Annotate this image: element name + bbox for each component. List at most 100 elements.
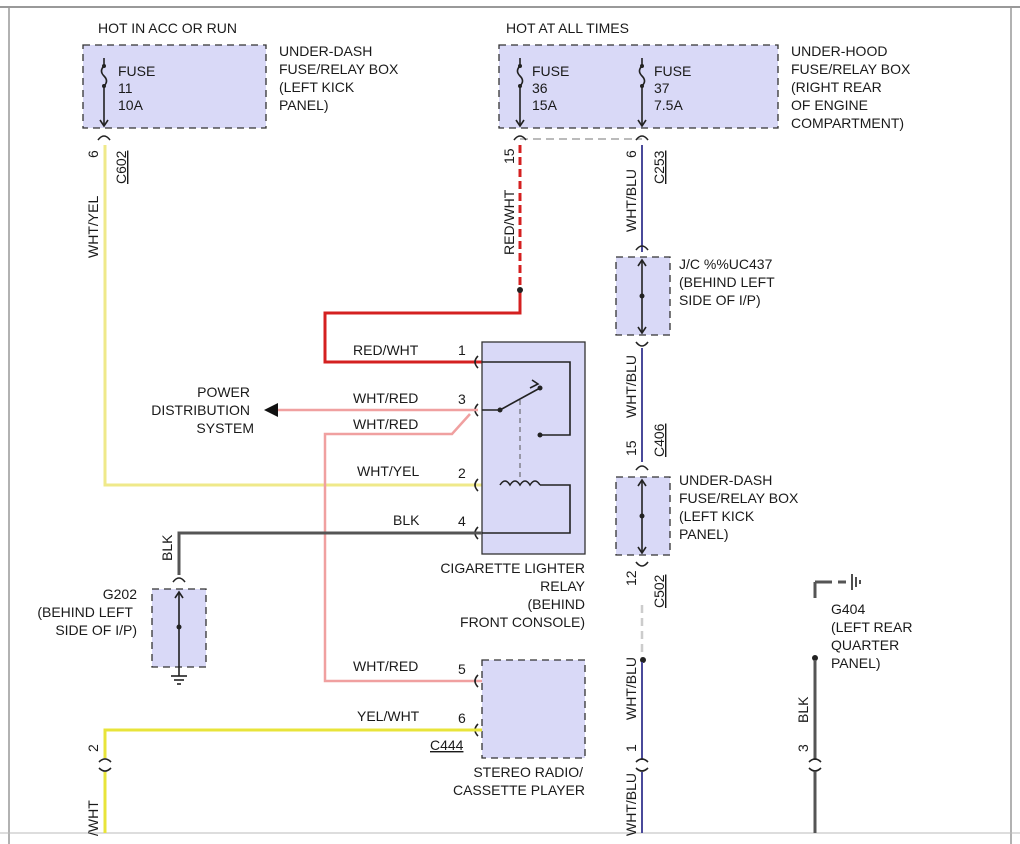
connector-c602-symbol xyxy=(97,135,111,141)
svg-text:PANEL): PANEL) xyxy=(279,97,329,113)
underhood-fuse-box xyxy=(498,44,779,129)
relay-pin-4: 4 xyxy=(458,513,466,529)
pin-c253-blu: 6 xyxy=(623,150,639,158)
wire-label-wht-red-1: WHT/RED xyxy=(353,390,418,406)
wire-wht-yel xyxy=(103,145,482,487)
svg-text:SYSTEM: SYSTEM xyxy=(196,420,254,436)
svg-text:(BEHIND LEFT: (BEHIND LEFT xyxy=(37,604,133,620)
stereo-radio-cassette-player xyxy=(481,659,586,759)
fuse-36-icon xyxy=(515,58,525,128)
arrow-left-icon xyxy=(264,403,278,417)
connector-c502-label: C502 xyxy=(651,574,667,608)
splice-dot-blu xyxy=(640,657,646,663)
wire-label-wht-v-bottom: /WHT xyxy=(85,800,101,836)
underdash-fuse-box-top xyxy=(82,44,267,129)
power-distribution-caption: POWER DISTRIBUTION SYSTEM xyxy=(151,384,254,436)
svg-text:UNDER-DASH: UNDER-DASH xyxy=(279,43,372,59)
g202-connector xyxy=(172,577,186,583)
ground-g404-icon xyxy=(815,574,861,590)
fuse-37-label: FUSE xyxy=(654,63,691,79)
fuse-11-number: 11 xyxy=(118,80,133,96)
fuse-37-rating: 7.5A xyxy=(654,97,683,113)
fuse-11-label: FUSE xyxy=(118,63,155,79)
connector-bottom-mid-symbol xyxy=(635,758,649,772)
cig-relay-caption: CIGARETTE LIGHTER RELAY (BEHIND FRONT CO… xyxy=(440,560,585,630)
stereo-caption: STEREO RADIO/ CASSETTE PLAYER xyxy=(453,764,585,798)
svg-text:CIGARETTE LIGHTER: CIGARETTE LIGHTER xyxy=(440,560,585,576)
fuse-37-icon xyxy=(637,58,647,128)
pin-c406: 15 xyxy=(623,440,639,456)
wire-label-blk-g404: BLK xyxy=(795,696,811,723)
connector-c253-red-symbol xyxy=(513,135,527,141)
connector-bottom-left-symbol xyxy=(98,758,112,772)
pin-c502: 12 xyxy=(623,570,639,586)
wire-label-yel-wht-h: YEL/WHT xyxy=(357,708,420,724)
svg-text:UNDER-HOOD: UNDER-HOOD xyxy=(791,43,887,59)
radio-pin-5: 5 xyxy=(458,661,466,677)
pin-bottom-right: 3 xyxy=(795,744,811,752)
wire-label-red-wht-v: RED/WHT xyxy=(501,189,517,255)
g202-caption: G202 (BEHIND LEFT SIDE OF I/P) xyxy=(37,586,137,638)
fuse-37-number: 37 xyxy=(654,80,670,96)
svg-text:OF ENGINE: OF ENGINE xyxy=(791,97,868,113)
jc-top-connector xyxy=(635,245,649,251)
connector-c444-label: C444 xyxy=(430,737,464,753)
pin-c253-red: 15 xyxy=(501,148,517,164)
jc-bottom-connector xyxy=(635,341,649,347)
underdash-box-mid-caption: UNDER-DASH FUSE/RELAY BOX (LEFT KICK PAN… xyxy=(679,472,799,542)
fuse-36-number: 36 xyxy=(532,80,548,96)
svg-text:QUARTER: QUARTER xyxy=(831,637,899,653)
underhood-box-caption: UNDER-HOOD FUSE/RELAY BOX (RIGHT REAR OF… xyxy=(791,43,911,131)
wire-label-wht-blu-3: WHT/BLU xyxy=(623,657,639,720)
svg-text:J/C %%UC437: J/C %%UC437 xyxy=(679,256,773,272)
jc-uc437-caption: J/C %%UC437 (BEHIND LEFT SIDE OF I/P) xyxy=(679,256,775,308)
wire-label-wht-yel-v: WHT/YEL xyxy=(85,196,101,258)
cigarette-lighter-relay xyxy=(481,341,586,555)
svg-text:PANEL): PANEL) xyxy=(831,655,881,671)
wire-label-blk-v: BLK xyxy=(159,534,175,561)
svg-text:SIDE OF I/P): SIDE OF I/P) xyxy=(55,622,137,638)
pin-c602: 6 xyxy=(85,150,101,158)
svg-text:RELAY: RELAY xyxy=(540,578,586,594)
wire-yel-wht xyxy=(103,728,482,758)
svg-text:(LEFT REAR: (LEFT REAR xyxy=(831,619,912,635)
svg-text:FUSE/RELAY BOX: FUSE/RELAY BOX xyxy=(791,61,911,77)
svg-text:FUSE/RELAY BOX: FUSE/RELAY BOX xyxy=(279,61,399,77)
pin-bottom-mid: 1 xyxy=(623,744,639,752)
svg-text:(LEFT KICK: (LEFT KICK xyxy=(679,508,755,524)
svg-text:CASSETTE PLAYER: CASSETTE PLAYER xyxy=(453,782,585,798)
fuse-36-label: FUSE xyxy=(532,63,569,79)
svg-text:FRONT CONSOLE): FRONT CONSOLE) xyxy=(460,614,585,630)
wire-label-wht-blu-4: WHT/BLU xyxy=(623,773,639,836)
pin-bottom-left: 2 xyxy=(85,744,101,752)
connector-c602-label: C602 xyxy=(113,150,129,184)
svg-text:(LEFT KICK: (LEFT KICK xyxy=(279,79,355,95)
svg-text:UNDER-DASH: UNDER-DASH xyxy=(679,472,772,488)
wire-label-wht-yel-h: WHT/YEL xyxy=(357,463,419,479)
underdash-box-top-caption: UNDER-DASH FUSE/RELAY BOX (LEFT KICK PAN… xyxy=(279,43,399,113)
splice-dot-red xyxy=(517,287,523,293)
relay-pin-connectors xyxy=(474,355,479,540)
relay-internal-circuit xyxy=(482,361,571,534)
svg-text:G404: G404 xyxy=(831,601,865,617)
relay-pin-1: 1 xyxy=(458,342,466,358)
connector-bottom-right-symbol xyxy=(808,758,822,772)
fuse-11-icon xyxy=(99,58,109,128)
radio-pin-connectors xyxy=(474,674,479,737)
wire-label-red-wht-h: RED/WHT xyxy=(353,342,419,358)
wire-red-wht xyxy=(323,290,522,364)
relay-pin-3: 3 xyxy=(458,391,466,407)
ground-icon xyxy=(171,675,187,685)
fuse-11-rating: 10A xyxy=(118,97,144,113)
wire-label-wht-red-2: WHT/RED xyxy=(353,416,418,432)
svg-text:SIDE OF I/P): SIDE OF I/P) xyxy=(679,292,761,308)
svg-text:COMPARTMENT): COMPARTMENT) xyxy=(791,115,904,131)
wire-label-blk-h: BLK xyxy=(393,512,420,528)
wire-label-wht-red-3: WHT/RED xyxy=(353,658,418,674)
splice-dot-g404 xyxy=(812,655,818,661)
svg-text:PANEL): PANEL) xyxy=(679,526,729,542)
connector-c253-blu-symbol xyxy=(635,135,649,141)
wire-blk xyxy=(177,531,482,575)
wire-label-wht-blu-2: WHT/BLU xyxy=(623,355,639,418)
